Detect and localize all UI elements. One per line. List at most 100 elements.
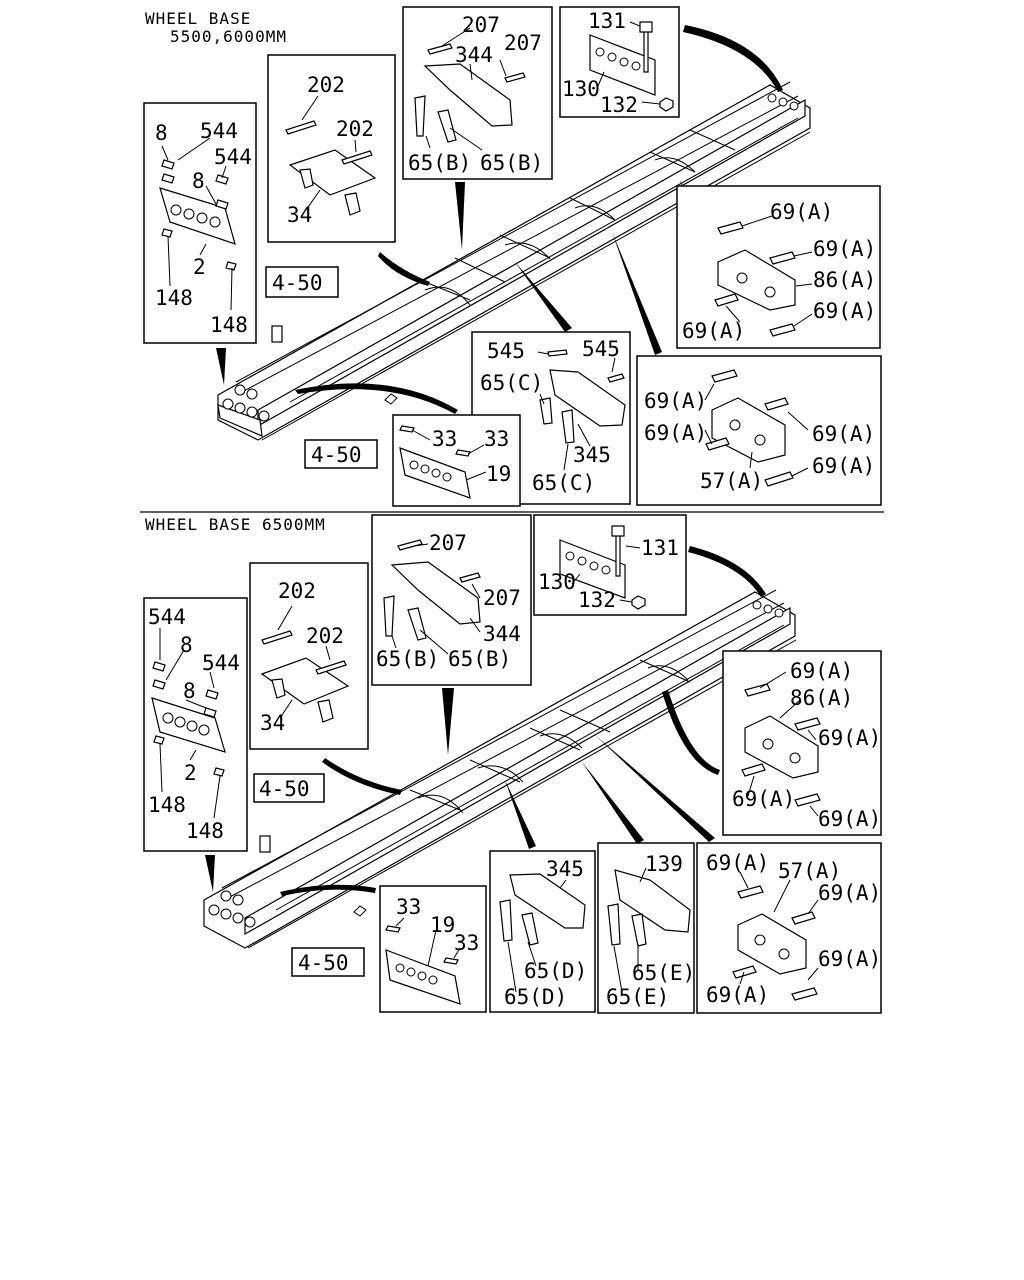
label-69a: 69(A) <box>818 726 881 750</box>
crossmember-344-drawing <box>414 43 526 143</box>
label-69a: 69(A) <box>644 389 707 413</box>
ref-tag-4-50-top[interactable]: 4-50 <box>253 773 325 803</box>
label-69a: 69(A) <box>812 422 875 446</box>
ref-tag-label: 4-50 <box>311 443 362 467</box>
frame-front-holes <box>767 93 799 111</box>
crossmember-19-drawing <box>385 925 461 1005</box>
label-148: 148 <box>148 793 186 817</box>
label-544: 544 <box>148 605 186 629</box>
label-545: 545 <box>487 339 525 363</box>
label-57a: 57(A) <box>778 859 841 883</box>
crossmember-344-drawing <box>383 539 481 641</box>
label-544: 544 <box>202 651 240 675</box>
label-34: 34 <box>260 711 285 735</box>
label-202: 202 <box>307 73 345 97</box>
ref-tag-label: 4-50 <box>259 777 310 801</box>
crossmember-139-drawing <box>607 869 691 947</box>
label-69a: 69(A) <box>732 787 795 811</box>
label-202: 202 <box>336 117 374 141</box>
label-8: 8 <box>192 169 205 193</box>
label-65b: 65(B) <box>408 151 471 175</box>
detail-box-crossmember-57a: 69(A) 57(A) 69(A) 69(A) 69(A) <box>696 842 882 1014</box>
section-title: WHEEL BASE <box>145 9 251 28</box>
frame-front-holes <box>752 600 784 618</box>
detail-box-bolt: 131 130 132 <box>559 6 680 118</box>
label-19: 19 <box>430 913 455 937</box>
label-344: 344 <box>483 622 521 646</box>
bolt-131-drawing <box>639 21 653 73</box>
gusset-130-drawing <box>589 34 656 96</box>
label-65d: 65(D) <box>504 985 567 1009</box>
label-86a: 86(A) <box>790 686 853 710</box>
label-69a: 69(A) <box>706 983 769 1007</box>
crossmember-34-drawing <box>285 120 377 216</box>
label-8: 8 <box>155 121 168 145</box>
label-69a: 69(A) <box>813 299 876 323</box>
label-202: 202 <box>306 624 344 648</box>
crossmember-34-drawing <box>260 630 350 723</box>
crossmember-2-drawing <box>159 159 237 271</box>
detail-box-crossmember-344: 207 207 344 65(B) 65(B) <box>402 6 553 180</box>
label-130: 130 <box>538 570 576 594</box>
section-subtitle: 5500,6000MM <box>170 27 287 46</box>
label-86a: 86(A) <box>813 268 876 292</box>
detail-box-crossmember-86a: 69(A) 86(A) 69(A) 69(A) 69(A) <box>722 650 882 836</box>
nut-132-drawing <box>659 97 674 112</box>
label-544: 544 <box>200 119 238 143</box>
label-207: 207 <box>429 531 467 555</box>
label-65e: 65(E) <box>632 961 695 985</box>
label-69a: 69(A) <box>818 881 881 905</box>
label-19: 19 <box>486 462 511 486</box>
detail-box-rear-crossmember: 544 8 544 8 2 148 148 <box>143 597 248 852</box>
label-69a: 69(A) <box>790 659 853 683</box>
crossmember-19-drawing <box>399 425 471 499</box>
label-8: 8 <box>180 633 193 657</box>
nut-132-drawing <box>631 595 646 610</box>
label-69a: 69(A) <box>644 421 707 445</box>
crossmember-86a-drawing <box>741 683 821 807</box>
label-344: 344 <box>455 43 493 67</box>
gusset-130-drawing <box>559 539 626 599</box>
label-69a: 69(A) <box>818 947 881 971</box>
label-33: 33 <box>396 895 421 919</box>
label-69a: 69(A) <box>682 319 745 343</box>
label-34: 34 <box>287 203 312 227</box>
label-139: 139 <box>645 852 683 876</box>
label-131: 131 <box>641 536 679 560</box>
ref-tag-4-50-bottom[interactable]: 4-50 <box>304 439 378 469</box>
frame-rear-holes <box>208 890 256 928</box>
detail-box-bolt: 131 130 132 <box>533 514 687 616</box>
crossmember-57a-drawing <box>705 369 794 487</box>
label-148: 148 <box>186 819 224 843</box>
detail-box-crossmember-57a: 69(A) 69(A) 69(A) 69(A) 57(A) <box>636 355 882 506</box>
ref-tag-4-50-bottom[interactable]: 4-50 <box>291 947 365 977</box>
detail-box-crossmember-345: 345 65(D) 65(D) <box>489 850 596 1013</box>
label-65c: 65(C) <box>480 371 543 395</box>
label-69a: 69(A) <box>812 454 875 478</box>
ref-tag-label: 4-50 <box>298 951 349 975</box>
detail-box-crossmember-34: 202 202 34 <box>267 54 396 243</box>
label-148: 148 <box>155 286 193 310</box>
detail-box-crossmember-34: 202 202 34 <box>249 562 369 750</box>
section-wheelbase-5500-6000: WHEEL BASE 5500,6000MM <box>143 6 882 507</box>
label-65d: 65(D) <box>524 959 587 983</box>
bolt-131-drawing <box>611 525 625 577</box>
label-69a: 69(A) <box>813 237 876 261</box>
label-345: 345 <box>573 443 611 467</box>
label-65b: 65(B) <box>480 151 543 175</box>
label-207: 207 <box>483 586 521 610</box>
label-65e: 65(E) <box>606 985 669 1009</box>
detail-box-rear-crossmember: 8 544 544 8 2 148 148 <box>143 102 257 344</box>
section-wheelbase-6500: WHEEL BASE 6500MM <box>143 514 882 1014</box>
chassis-frame <box>203 589 797 949</box>
label-69a: 69(A) <box>818 807 881 831</box>
label-345: 345 <box>546 857 584 881</box>
label-2: 2 <box>184 761 197 785</box>
label-57a: 57(A) <box>700 469 763 493</box>
ref-tag-4-50-top[interactable]: 4-50 <box>265 266 339 298</box>
crossmember-57a-drawing <box>732 885 818 1001</box>
label-33: 33 <box>432 427 457 451</box>
label-69a: 69(A) <box>770 200 833 224</box>
label-545: 545 <box>582 337 620 361</box>
